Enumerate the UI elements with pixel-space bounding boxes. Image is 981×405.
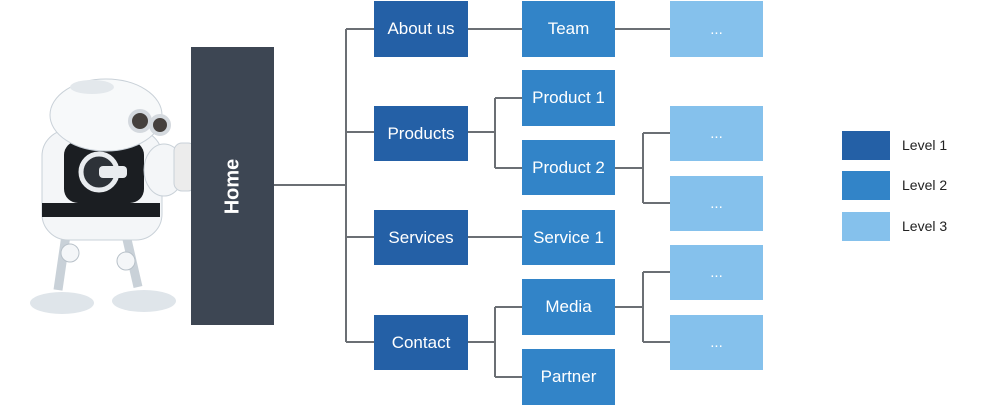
node-level3-media-child-2[interactable]: ... [670, 315, 763, 370]
home-label: Home [220, 158, 243, 214]
node-level3-product-2-child-2[interactable]: ... [670, 176, 763, 231]
node-product-2[interactable]: Product 2 [522, 140, 615, 195]
node-team[interactable]: Team [522, 1, 615, 57]
node-contact[interactable]: Contact [374, 315, 468, 370]
legend-label-level-2: Level 2 [902, 177, 948, 193]
legend-swatch-level-2 [842, 171, 890, 200]
robot-icon [30, 78, 197, 314]
node-products[interactable]: Products [374, 106, 468, 161]
legend-label-level-3: Level 3 [902, 218, 948, 234]
node-partner[interactable]: Partner [522, 349, 615, 405]
node-level3-media-child-1[interactable]: ... [670, 245, 763, 300]
node-services[interactable]: Services [374, 210, 468, 265]
node-about-us[interactable]: About us [374, 1, 468, 57]
legend-label-level-1: Level 1 [902, 137, 948, 153]
legend-swatch-level-3 [842, 212, 890, 241]
legend-swatch-level-1 [842, 131, 890, 160]
node-service-1[interactable]: Service 1 [522, 210, 615, 265]
node-media[interactable]: Media [522, 279, 615, 335]
node-level3-team-child[interactable]: ... [670, 1, 763, 57]
node-level3-product-2-child-1[interactable]: ... [670, 106, 763, 161]
home-node[interactable]: Home [191, 47, 274, 325]
node-product-1[interactable]: Product 1 [522, 70, 615, 126]
